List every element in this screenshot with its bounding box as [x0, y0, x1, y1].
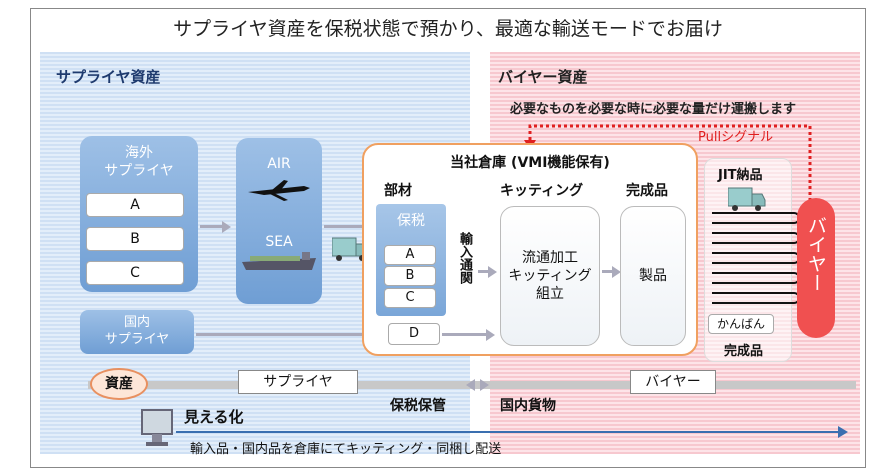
visibility-desc: 輸入品・国内品を倉庫にてキッティング・同梱し配送 — [190, 442, 502, 457]
bonded-arrow-left — [466, 379, 475, 391]
jit-loop-4 — [712, 272, 800, 284]
kitting-process-box: 流通加工 キッティング 組立 — [500, 206, 600, 346]
air-label: AIR — [267, 156, 291, 172]
visibility-title: 見える化 — [184, 408, 244, 426]
bonded-arrow-right — [480, 379, 489, 391]
kanban-chip: かんばん — [708, 314, 774, 334]
arrow-head-1 — [222, 221, 231, 233]
transport-box: AIR SEA — [236, 138, 322, 304]
arrow-domestic-warehouse — [196, 333, 380, 336]
bonded-item-b: B — [384, 266, 436, 286]
col-parts-label: 部材 — [384, 183, 412, 199]
jit-truck-icon — [728, 187, 766, 211]
buyer-asset-label: バイヤー資産 — [498, 68, 588, 86]
bonded-item-c: C — [384, 288, 436, 308]
arrow-head-4 — [488, 266, 497, 278]
product-label: 製品 — [639, 268, 667, 284]
jit-loop-2 — [712, 232, 800, 244]
supplier-asset-label: サプライヤ資産 — [56, 68, 161, 86]
col-finished-label: 完成品 — [626, 183, 668, 199]
arrow-transport-warehouse — [324, 225, 364, 228]
jit-finished-label: 完成品 — [724, 344, 764, 359]
buyer-label: バイヤー — [805, 216, 827, 292]
kitting-process-label: 流通加工 キッティング 組立 — [508, 250, 592, 302]
col-kitting-label: キッティング — [500, 183, 584, 199]
arrow-overseas-transport — [200, 225, 224, 228]
ship-icon — [242, 252, 316, 270]
overseas-item-c: C — [86, 261, 184, 285]
arrow-head-6 — [612, 266, 621, 278]
arrow-head-5 — [486, 329, 495, 341]
overseas-supplier-label: 海外 サプライヤ — [104, 145, 174, 179]
sea-label: SEA — [265, 234, 293, 250]
warehouse-title: 当社倉庫 (VMI機能保有) — [450, 155, 610, 171]
page-title: サプライヤ資産を保税状態で預かり、最適な輸送モードでお届け — [173, 18, 723, 40]
domestic-cargo-label: 国内貨物 — [500, 398, 556, 414]
asset-oval: 資産 — [90, 368, 148, 400]
arrow-customs-kitting — [478, 270, 490, 273]
overseas-item-a: A — [86, 193, 184, 217]
bonded-item-a: A — [384, 245, 436, 265]
jit-loop-1 — [712, 212, 800, 224]
jit-loop-3 — [712, 252, 800, 264]
bonded-storage-label: 保税保管 — [390, 398, 446, 414]
customs-label: 輸入通関 — [457, 232, 472, 284]
arrow-kitting-product — [602, 270, 616, 273]
domestic-supplier-label: 国内 サプライヤ — [104, 315, 170, 347]
pull-signal-label: Pullシグナル — [698, 130, 774, 145]
arrow-d-kitting — [442, 333, 488, 336]
visibility-timeline — [176, 431, 840, 433]
buyer-chip: バイヤー — [630, 370, 716, 394]
visibility-arrow-head — [838, 426, 848, 438]
domestic-supplier-box: 国内 サプライヤ — [80, 310, 194, 354]
buyer-pill: バイヤー — [797, 198, 835, 338]
product-box: 製品 — [620, 206, 686, 346]
airplane-icon — [248, 180, 310, 201]
monitor-icon — [141, 409, 173, 446]
pull-note: 必要なものを必要な時に必要な量だけ運搬します — [510, 102, 797, 117]
domestic-item-d: D — [388, 323, 440, 345]
supplier-chip: サプライヤ — [238, 370, 358, 394]
overseas-item-b: B — [86, 227, 184, 251]
jit-loop-5 — [712, 292, 800, 304]
jit-label: JIT納品 — [718, 168, 763, 183]
bonded-label: 保税 — [397, 213, 425, 229]
